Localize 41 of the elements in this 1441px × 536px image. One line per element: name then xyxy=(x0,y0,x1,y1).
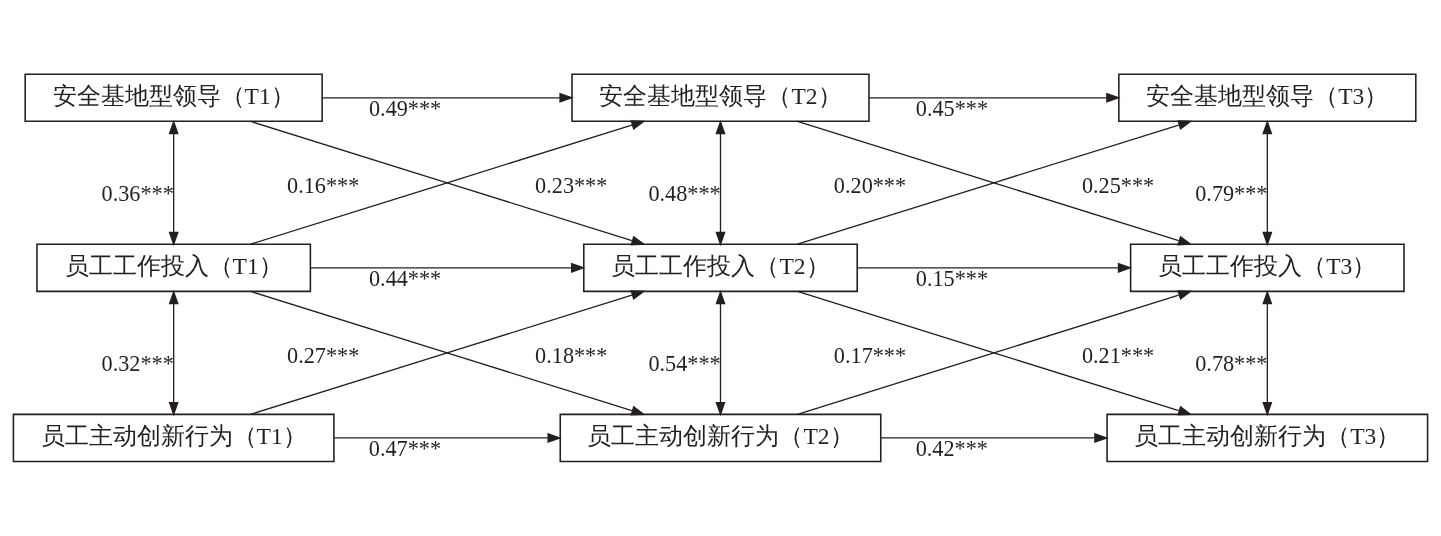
arrow xyxy=(1262,289,1273,416)
arrow xyxy=(309,262,586,273)
node-box: 安全基地型领导（T3） xyxy=(1118,72,1417,122)
arrow xyxy=(715,119,726,246)
edge-label: 0.78*** xyxy=(1195,350,1268,376)
edge-label: 0.20*** xyxy=(833,172,907,198)
node-box: 员工工作投入（T2） xyxy=(583,243,858,292)
edge-label: 0.32*** xyxy=(101,350,174,376)
edge-label: 0.49*** xyxy=(368,95,442,121)
arrow xyxy=(168,289,179,416)
edge-label: 0.21*** xyxy=(1081,342,1155,368)
edge-label: 0.15*** xyxy=(915,265,989,291)
edge-label: 0.44*** xyxy=(368,265,442,291)
arrow xyxy=(880,432,1109,443)
node-box: 员工主动创新行为（T3） xyxy=(1106,413,1429,462)
arrow xyxy=(856,262,1133,273)
edge-label: 0.16*** xyxy=(287,172,360,198)
edge-label: 0.47*** xyxy=(368,435,442,461)
arrow xyxy=(168,119,179,246)
edge-label: 0.79*** xyxy=(1195,180,1268,206)
node-box: 员工工作投入（T3） xyxy=(1129,243,1405,292)
node-box: 安全基地型领导（T2） xyxy=(571,72,870,122)
edge-label: 0.23*** xyxy=(535,172,608,198)
arrow xyxy=(1262,119,1273,246)
edge-label: 0.25*** xyxy=(1081,172,1155,198)
edge-label: 0.45*** xyxy=(915,95,989,121)
edge-label: 0.18*** xyxy=(535,342,608,368)
arrow xyxy=(321,92,574,103)
edge-label: 0.42*** xyxy=(915,435,988,461)
edge-label: 0.27*** xyxy=(287,342,360,368)
arrow xyxy=(715,289,726,416)
edge-label: 0.36*** xyxy=(101,180,174,206)
edge-label: 0.17*** xyxy=(833,342,907,368)
node-box: 员工主动创新行为（T2） xyxy=(559,413,882,462)
arrow xyxy=(333,432,562,443)
edge-label: 0.54*** xyxy=(648,350,721,376)
arrow xyxy=(868,92,1121,103)
node-box: 安全基地型领导（T1） xyxy=(24,72,323,122)
edge-label: 0.48*** xyxy=(648,180,721,206)
node-box: 员工工作投入（T1） xyxy=(36,243,312,292)
node-box: 员工主动创新行为（T1） xyxy=(12,413,335,462)
